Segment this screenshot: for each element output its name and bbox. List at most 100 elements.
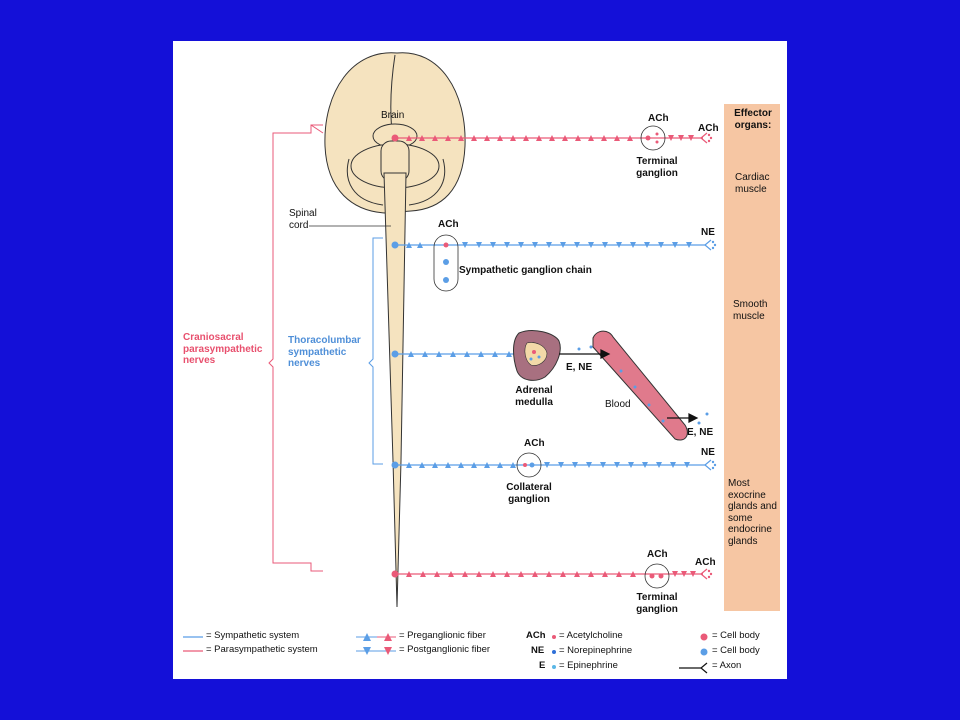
- preganglionic-marker: [406, 242, 412, 248]
- preganglionic-marker: [432, 135, 438, 141]
- postganglionic-marker: [546, 242, 552, 248]
- legend-axon: = Axon: [712, 660, 742, 671]
- postganglionic-marker: [586, 462, 592, 468]
- legend-preganglionic: = Preganglionic fiber: [399, 630, 486, 641]
- axon-ending-glands-sympathetic-dot: [711, 466, 715, 470]
- preganglionic-marker: [406, 462, 412, 468]
- preganglionic-marker: [458, 135, 464, 141]
- preganglionic-marker: [490, 571, 496, 577]
- blood-vessel: [592, 330, 688, 441]
- postganglionic-marker: [574, 242, 580, 248]
- preganglionic-marker: [518, 571, 524, 577]
- preganglionic-marker: [436, 351, 442, 357]
- postganglionic-marker: [630, 242, 636, 248]
- postganglionic-marker: [558, 462, 564, 468]
- cell-body-sacral: [391, 570, 399, 578]
- preganglionic-marker: [536, 135, 542, 141]
- axon-ending-glands-sympathetic-dot: [711, 460, 715, 464]
- preganglionic-marker: [560, 571, 566, 577]
- preganglionic-marker: [497, 135, 503, 141]
- postganglionic-marker: [518, 242, 524, 248]
- legend-ne-abbr: NE: [531, 645, 545, 656]
- thoracolumbar-brace: [368, 237, 383, 465]
- brain-label: Brain: [381, 110, 405, 121]
- postganglionic-marker: [644, 242, 650, 248]
- legend-graphics: [183, 633, 708, 674]
- preganglionic-marker: [458, 462, 464, 468]
- preganglionic-marker: [408, 351, 414, 357]
- axon-ending-cardiac: [700, 132, 708, 144]
- ach-label-top-effector: ACh: [698, 123, 719, 134]
- ne-label-chain: NE: [701, 227, 715, 238]
- legend-cell-body-sympathetic: = Cell body: [712, 645, 760, 656]
- axon-ending-cardiac-dot: [707, 139, 711, 143]
- postganglionic-marker: [476, 242, 482, 248]
- preganglionic-marker: [532, 571, 538, 577]
- e-ne-label-adrenal: E, NE: [566, 362, 593, 373]
- preganglionic-marker: [419, 135, 425, 141]
- legend-e-abbr: E: [539, 660, 546, 671]
- postganglionic-marker: [670, 462, 676, 468]
- adrenal-medulla-label: Adrenal medulla: [515, 385, 553, 408]
- legend-ne-def: = Norepinephrine: [559, 645, 633, 656]
- postganglionic-marker: [678, 135, 684, 141]
- legend-postganglionic: = Postganglionic fiber: [399, 644, 491, 655]
- postganglionic-marker: [462, 242, 468, 248]
- ganglia: [433, 125, 670, 589]
- ach-label-chain: ACh: [438, 219, 459, 230]
- legend-sympathetic: = Sympathetic system: [206, 630, 300, 641]
- postganglionic-marker: [588, 242, 594, 248]
- release-arrows: [559, 345, 709, 425]
- e-ne-label-blood: E, NE: [687, 427, 714, 438]
- preganglionic-marker: [588, 571, 594, 577]
- ach-label-top-ganglion: ACh: [648, 113, 669, 124]
- legend-ach-abbr: ACh: [526, 630, 546, 641]
- preganglionic-marker: [574, 571, 580, 577]
- preganglionic-marker: [588, 135, 594, 141]
- thoracolumbar-label: Thoracolumbar sympathetic nerves: [288, 335, 361, 369]
- axon-ending-cardiac-dot: [707, 133, 711, 137]
- preganglionic-marker: [549, 135, 555, 141]
- preganglionic-marker: [614, 135, 620, 141]
- preganglionic-marker: [419, 462, 425, 468]
- postganglionic-marker: [504, 242, 510, 248]
- terminal-ganglion-top-label: Terminal ganglion: [636, 156, 678, 179]
- preganglionic-marker: [445, 135, 451, 141]
- postganglionic-marker: [690, 571, 696, 577]
- axon-ending-cardiac-dot: [709, 136, 713, 140]
- effector-organs-label: Effector organs:: [734, 108, 772, 131]
- postganglionic-marker: [681, 571, 687, 577]
- ach-label-bottom-ganglion: ACh: [647, 549, 668, 560]
- cell-body-collateral: [391, 461, 399, 469]
- preganglionic-marker: [510, 462, 516, 468]
- preganglionic-marker: [450, 351, 456, 357]
- preganglionic-marker: [434, 571, 440, 577]
- collateral-ganglion: [516, 452, 542, 478]
- preganglionic-marker: [462, 571, 468, 577]
- cardiac-muscle-label: Cardiac muscle: [735, 172, 770, 195]
- legend-cell-body-parasympathetic: = Cell body: [712, 630, 760, 641]
- preganglionic-marker: [630, 571, 636, 577]
- ach-label-collateral: ACh: [524, 438, 545, 449]
- cell-body-cranial: [391, 134, 399, 142]
- postganglionic-marker: [600, 462, 606, 468]
- ne-label-collateral: NE: [701, 447, 715, 458]
- axon-ending-glands-sympathetic-dot: [713, 463, 717, 467]
- preganglionic-marker: [432, 462, 438, 468]
- effector-organs-column: [724, 104, 780, 611]
- axon-ending-smooth-dot: [711, 240, 715, 244]
- postganglionic-marker: [628, 462, 634, 468]
- preganglionic-marker: [448, 571, 454, 577]
- preganglionic-marker: [627, 135, 633, 141]
- preganglionic-marker: [422, 351, 428, 357]
- preganglionic-marker: [616, 571, 622, 577]
- axon-ending-smooth: [704, 239, 712, 251]
- preganglionic-marker: [546, 571, 552, 577]
- diagram-panel: Brain Spinal cord Craniosacral parasympa…: [173, 41, 787, 679]
- cell-body-chain: [391, 241, 399, 249]
- preganglionic-marker: [601, 135, 607, 141]
- preganglionic-marker: [523, 135, 529, 141]
- preganglionic-marker: [602, 571, 608, 577]
- preganglionic-marker: [478, 351, 484, 357]
- preganglionic-marker: [417, 242, 423, 248]
